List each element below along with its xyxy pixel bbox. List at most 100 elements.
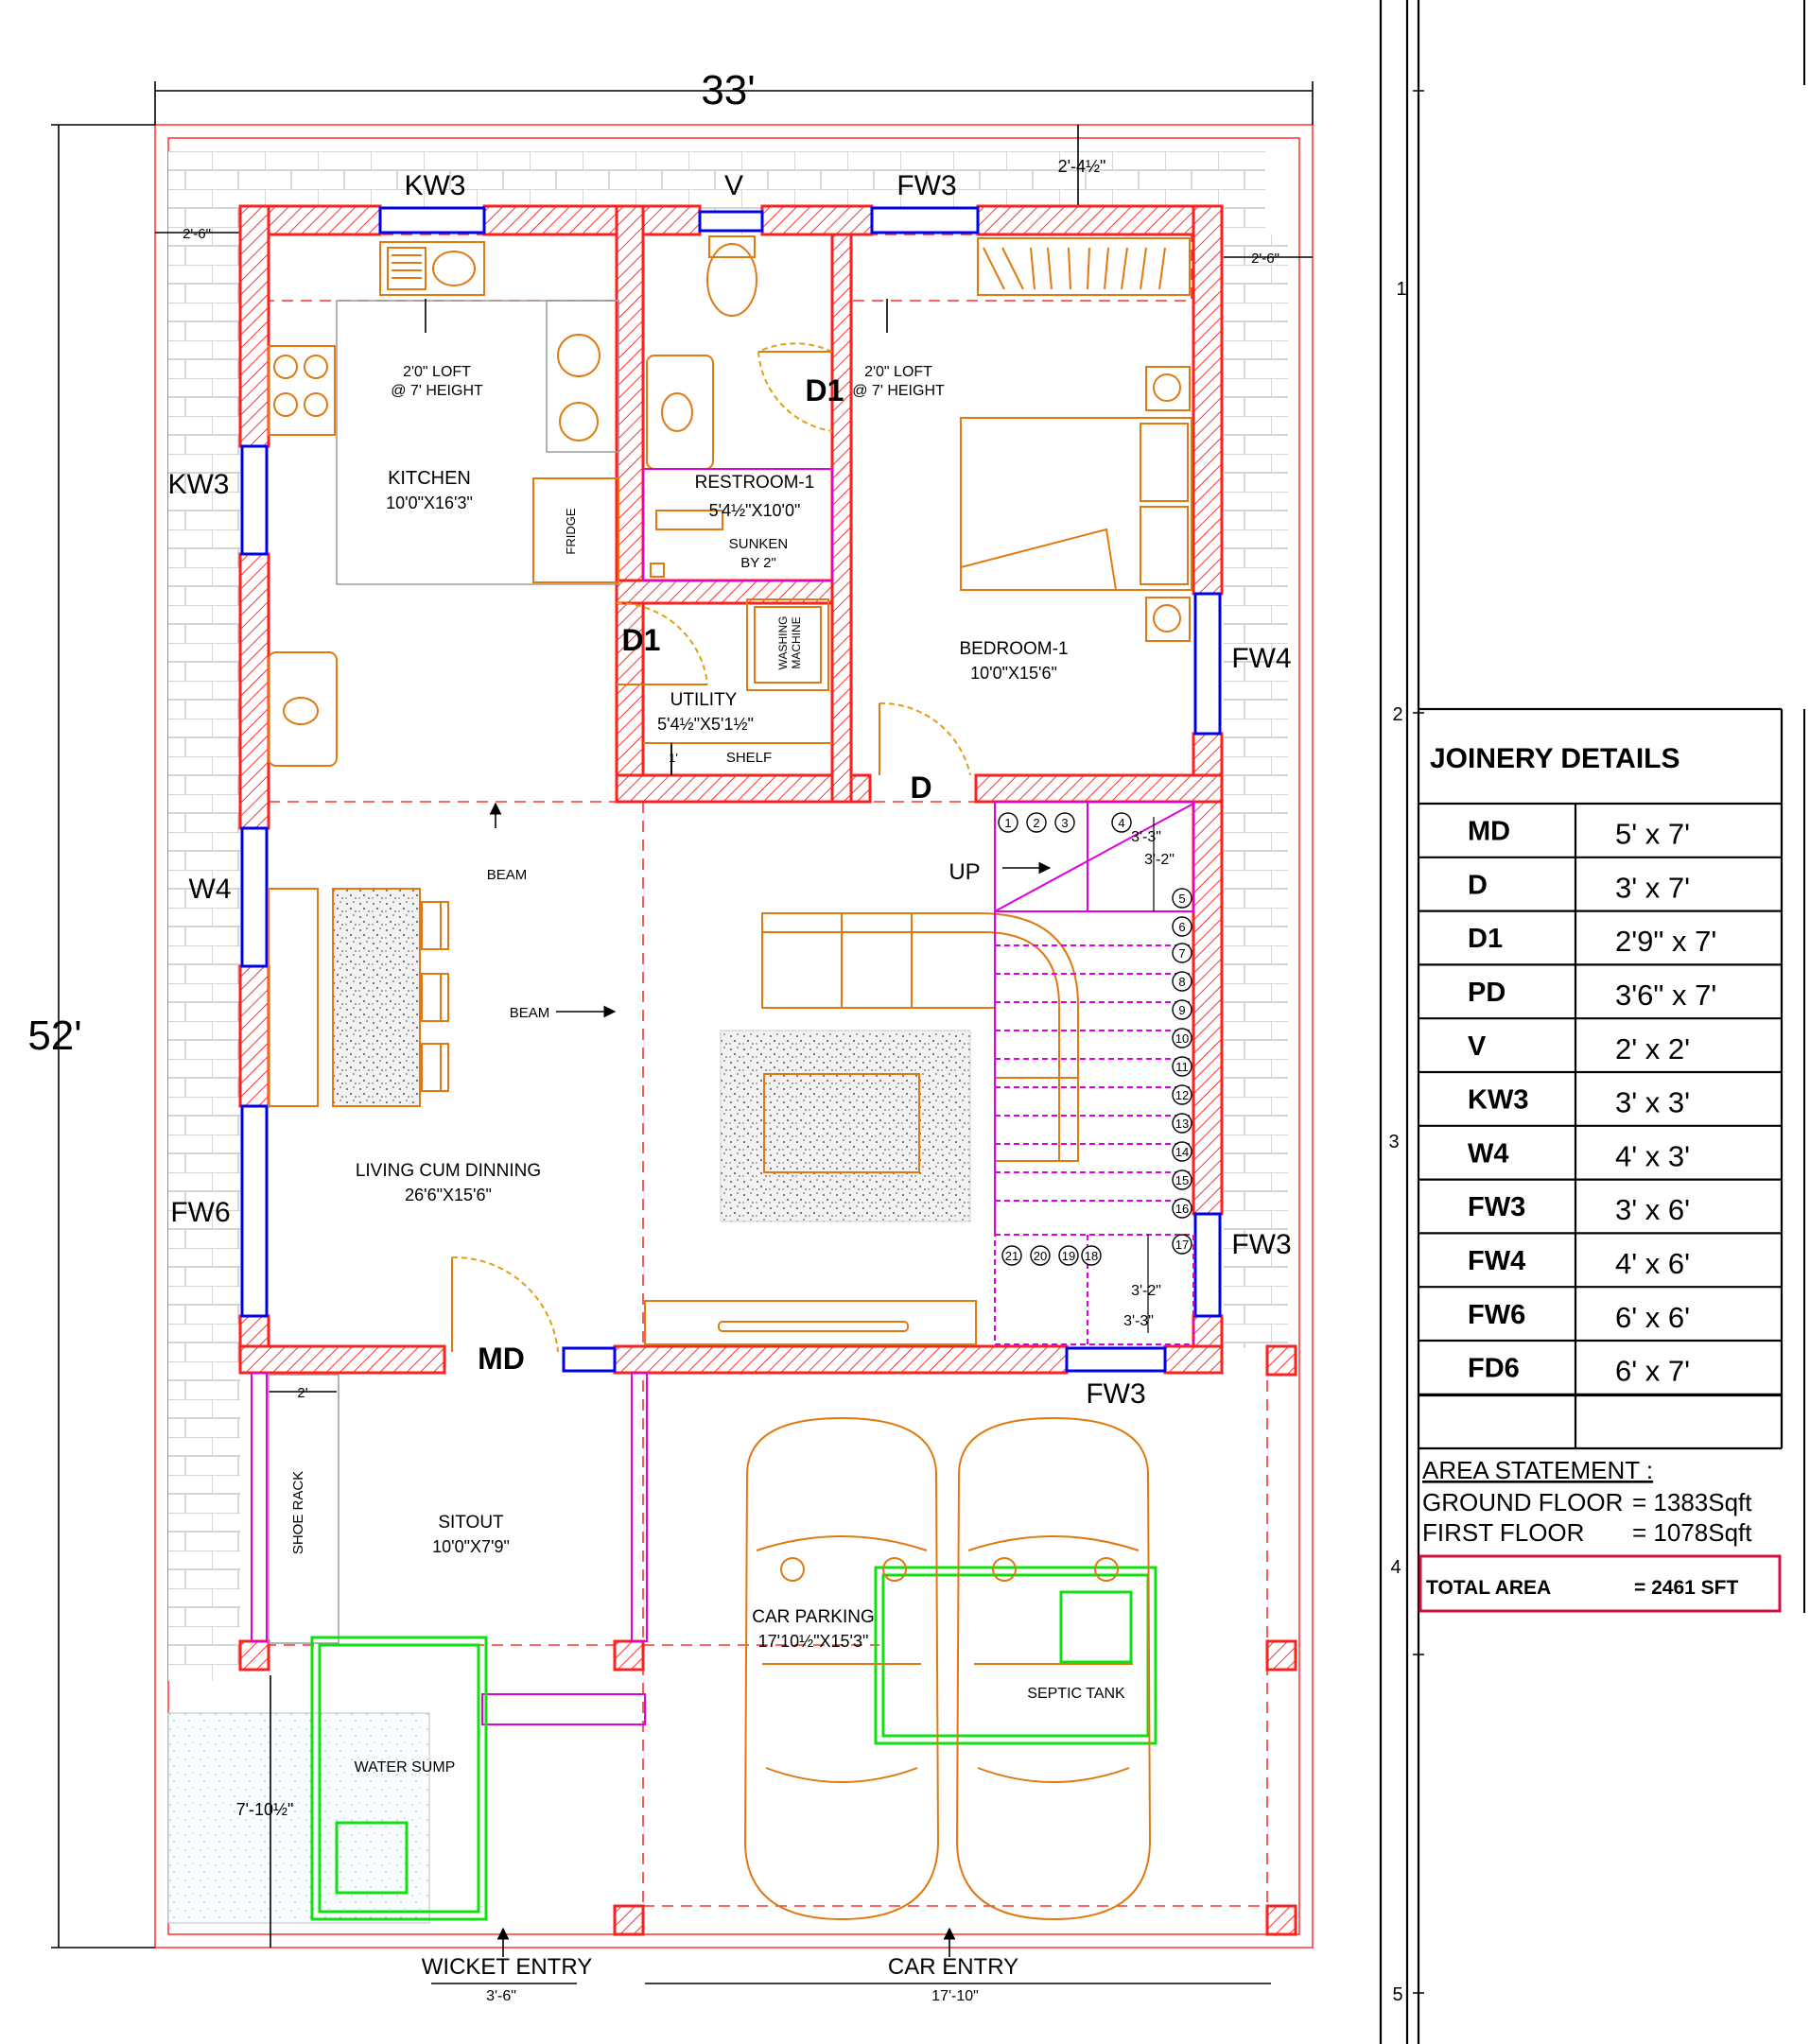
car-parking-size: 17'10½"X15'3" (758, 1632, 869, 1651)
stair-step-number: 16 (1175, 1202, 1189, 1216)
stair-step-number: 20 (1034, 1249, 1047, 1263)
joinery-size: 3'6" x 7' (1615, 979, 1716, 1012)
joinery-size: 3' x 6' (1615, 1193, 1690, 1226)
stair-step-number: 11 (1175, 1060, 1189, 1074)
v-label: V (724, 170, 743, 201)
setback-top-label: 2'-4½" (1058, 157, 1106, 176)
d-bedroom-label: D (910, 771, 931, 805)
shoe-rack-label: SHOE RACK (290, 1471, 306, 1554)
joinery-size: 3' x 3' (1615, 1086, 1690, 1119)
stair-step-number: 18 (1085, 1249, 1098, 1263)
stair-step-number: 13 (1175, 1117, 1189, 1131)
stair-step-circle (1172, 943, 1192, 963)
d1-utility-label: D1 (622, 623, 661, 657)
joinery-code: PD (1468, 978, 1505, 1008)
kitchen-size: 10'0"X16'3" (386, 494, 473, 512)
door-swings (451, 342, 971, 1353)
restroom-fixtures (642, 235, 833, 775)
water-sump-label: WATER SUMP (355, 1759, 456, 1776)
restroom-size: 5'4½"X10'0" (709, 501, 801, 520)
opening-labels: KW3 V FW3 KW3 W4 FW6 FW4 FW3 FW3 D1 D1 D… (167, 170, 1291, 1410)
ground-floor-value: = 1383Sqft (1632, 1488, 1752, 1516)
kitchen-fixtures (268, 241, 619, 767)
stair-step-number: 6 (1178, 920, 1185, 934)
stair-step-number: 3 (1061, 816, 1068, 830)
joinery-code: D (1468, 870, 1488, 900)
stair-step-circle (1172, 1084, 1192, 1105)
restroom-name: RESTROOM-1 (695, 473, 815, 493)
utility-shelf: SHELF (726, 750, 772, 766)
total-area-label: TOTAL AREA (1426, 1577, 1551, 1599)
sheet-border (1379, 0, 1805, 2044)
w4-label: W4 (189, 874, 232, 905)
car-entry-width-label: 17'-10" (931, 1988, 979, 2004)
stair-step-number: 8 (1178, 975, 1185, 989)
shelf-depth: 1' (669, 751, 678, 765)
ground-floor-label: GROUND FLOOR (1422, 1488, 1623, 1516)
stair-step-circle (1001, 1245, 1022, 1266)
stair-top-h-label: 3'-2" (1144, 852, 1175, 868)
stair-step-circle (1054, 812, 1075, 833)
stair-step-number: 4 (1118, 816, 1124, 830)
joinery-code: V (1468, 1031, 1487, 1062)
stair-step-circle (1172, 1056, 1192, 1077)
stair-step-circle (1172, 1028, 1192, 1048)
joinery-code: FW6 (1468, 1300, 1525, 1330)
joinery-size: 4' x 3' (1615, 1139, 1690, 1172)
stair-step-circle (1058, 1245, 1079, 1266)
stair-step-circle (1172, 1234, 1192, 1255)
joinery-code: D1 (1468, 924, 1503, 954)
sump-dim-label: 7'-10½" (236, 1800, 294, 1819)
joinery-code: MD (1468, 817, 1510, 847)
stair-step-circle (1172, 971, 1192, 992)
shoe-rack-depth-label: 2' (297, 1385, 307, 1401)
stair-step-number: 2 (1033, 816, 1039, 830)
stair-bot-w-label: 3'-3" (1123, 1313, 1154, 1329)
joinery-size: 5' x 7' (1615, 818, 1690, 851)
staircase (994, 801, 1194, 1345)
total-area-value: = 2461 SFT (1634, 1577, 1738, 1599)
room-labels: KITCHEN 10'0"X16'3" 2'0" LOFT @ 7' HEIGH… (355, 364, 1125, 1980)
sitout-size: 10'0"X7'9" (432, 1537, 510, 1556)
joinery-code: FW3 (1468, 1192, 1525, 1222)
bedroom-size: 10'0"X15'6" (970, 664, 1057, 683)
stair-step-circle (1081, 1245, 1102, 1266)
washing-label-1: WASHING (776, 616, 790, 670)
joinery-title: JOINERY DETAILS (1430, 743, 1680, 774)
joinery-code: FW4 (1468, 1246, 1525, 1276)
stair-step-number: 9 (1178, 1003, 1185, 1017)
wicket-width-label: 3'-6" (486, 1988, 516, 2004)
overall-width-label: 33' (701, 67, 755, 113)
fw3-bottom-label: FW3 (1086, 1378, 1145, 1410)
utility-size: 5'4½"X5'1½" (657, 715, 754, 734)
stair-step-circle (1026, 812, 1047, 833)
grid-mark-2: 2 (1392, 704, 1402, 725)
grid-mark-3: 3 (1388, 1132, 1399, 1152)
stair-step-circle (1172, 1141, 1192, 1162)
stair-step-number: 15 (1175, 1173, 1189, 1187)
joinery-size: 3' x 7' (1615, 871, 1690, 904)
bedroom-fixtures (960, 237, 1192, 642)
fw6-label: FW6 (170, 1197, 230, 1228)
living-size: 26'6"X15'6" (405, 1186, 492, 1204)
stair-step-circle (1172, 916, 1192, 937)
kitchen-loft-2: @ 7' HEIGHT (391, 383, 483, 399)
setback-right-label: 2'-6" (1251, 251, 1279, 267)
stair-step-number: 10 (1175, 1031, 1189, 1046)
kw3-top-label: KW3 (404, 170, 465, 201)
joinery-code: FD6 (1468, 1354, 1520, 1384)
joinery-size: 2' x 2' (1615, 1032, 1690, 1065)
fw3-right-label: FW3 (1231, 1229, 1291, 1260)
stair-step-number: 19 (1062, 1249, 1075, 1263)
wicket-entry-label: WICKET ENTRY (422, 1954, 592, 1980)
dimension-lines (51, 81, 1314, 1984)
stair-step-circle (1172, 1113, 1192, 1134)
stair-step-number: 1 (1004, 816, 1011, 830)
area-heading: AREA STATEMENT : (1422, 1456, 1653, 1484)
bedroom-loft-2: @ 7' HEIGHT (852, 383, 945, 399)
kitchen-loft-1: 2'0" LOFT (403, 364, 471, 380)
beam-label-2: BEAM (510, 1005, 550, 1021)
grid-mark-5: 5 (1392, 1984, 1402, 2005)
